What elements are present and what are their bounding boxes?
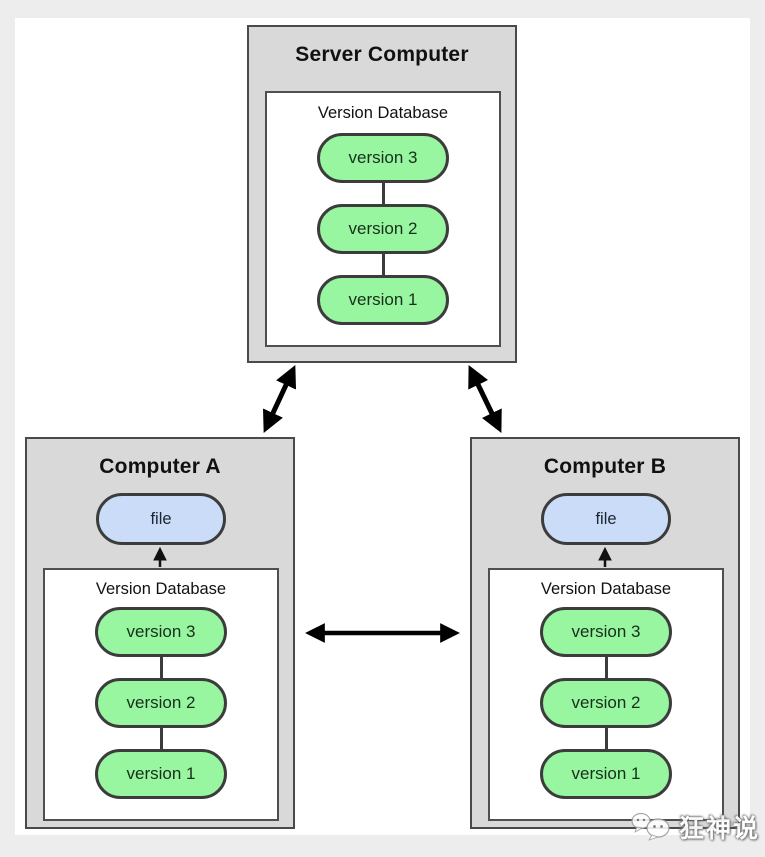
server-computer-title: Server Computer	[295, 43, 469, 66]
pill-connector-line	[159, 657, 163, 678]
version-pill: version 1	[95, 749, 227, 799]
pill-connector-line	[604, 728, 608, 749]
computer-a-version-database-box: Version Database version 3 version 2 ver…	[43, 568, 279, 821]
computer-b-title: Computer B	[543, 455, 667, 478]
server-computer-box: Server Computer Version Database version…	[247, 25, 517, 363]
computer-b-version-database-box: Version Database version 3 version 2 ver…	[488, 568, 724, 821]
version-pill: version 1	[317, 275, 449, 325]
version-pill: version 3	[317, 133, 449, 183]
version-pill: version 2	[95, 678, 227, 728]
version-database-label: Version Database	[95, 580, 227, 598]
pill-connector-line	[604, 657, 608, 678]
pill-connector-line	[381, 254, 385, 275]
pill-connector-line	[159, 728, 163, 749]
watermark: 狂神说	[630, 809, 760, 845]
version-pill: version 2	[540, 678, 672, 728]
version-pill: version 3	[540, 607, 672, 657]
pill-connector-line	[381, 183, 385, 204]
computer-b-box: Computer B file Version Database version…	[470, 437, 740, 829]
file-pill: file	[541, 493, 671, 545]
server-version-database-box: Version Database version 3 version 2 ver…	[265, 91, 501, 347]
computer-a-title: Computer A	[99, 455, 221, 478]
version-pill: version 3	[95, 607, 227, 657]
watermark-text: 狂神说	[678, 815, 760, 843]
version-pill: version 2	[317, 204, 449, 254]
version-database-label: Version Database	[317, 104, 449, 122]
computer-a-box: Computer A file Version Database version…	[25, 437, 295, 829]
version-database-label: Version Database	[540, 580, 672, 598]
wechat-chat-bubbles-icon	[631, 812, 670, 841]
version-pill: version 1	[540, 749, 672, 799]
file-pill: file	[96, 493, 226, 545]
